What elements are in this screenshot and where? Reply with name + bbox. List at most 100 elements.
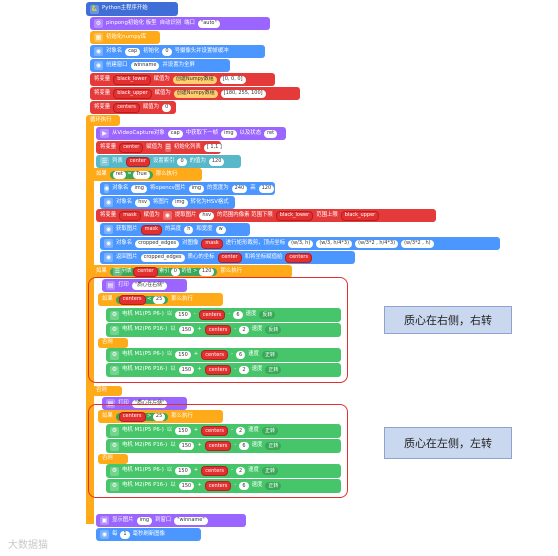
base-speed[interactable]: 150: [175, 427, 191, 435]
start-hat-block[interactable]: 🐍 Python主程序开始: [86, 2, 178, 16]
direction-dropdown[interactable]: 正转: [265, 442, 282, 450]
h-field[interactable]: h: [184, 225, 194, 234]
compare-reporter[interactable]: ret = True: [109, 170, 153, 179]
direction-dropdown[interactable]: 正转: [265, 366, 282, 374]
true-field[interactable]: True: [133, 170, 150, 179]
crop-block[interactable]: ◉ 对象名 cropped_edges 对图像 mask 进行矩形裁剪，顶点坐标…: [100, 237, 500, 250]
cam-num-field[interactable]: 0: [162, 47, 172, 56]
base-speed[interactable]: 150: [178, 482, 195, 490]
compare-reporter[interactable]: centers < 25: [115, 294, 169, 305]
motor-m2-block[interactable]: ⚙ 电机 M2(P6 P16-) 以 150 + centers - 6 速度 …: [106, 479, 341, 493]
var-centers[interactable]: centers: [118, 411, 146, 422]
w-field[interactable]: w: [215, 225, 226, 234]
direction-dropdown[interactable]: 正转: [261, 427, 278, 435]
motor-m2-block[interactable]: ⚙ 电机 M2(P6 P16-) 以 150 + centers - 2 速度 …: [106, 363, 341, 377]
black-lower-value[interactable]: [0, 0, 0]: [219, 75, 246, 84]
motor-m2-block[interactable]: ⚙ 电机 M2(P6 P16-) 以 150 + centers - 2 速度 …: [106, 323, 341, 337]
ret-field[interactable]: ret: [112, 170, 126, 179]
img-field[interactable]: img: [188, 184, 205, 193]
base-speed[interactable]: 150: [178, 326, 195, 334]
motor-m1-block[interactable]: ⚙ 电机 M1(P5 P6-) 以 150 - centers - 6 速度 反…: [106, 308, 341, 322]
crop-field[interactable]: cropped_edges: [135, 239, 180, 248]
if-ret-block[interactable]: 如果 ret = True 那么执行: [92, 168, 202, 181]
threshold-field[interactable]: 25: [152, 412, 166, 421]
list-set-block[interactable]: ☰ 列表 center 设置索引 0 的值为 120: [96, 155, 241, 168]
window-name-field[interactable]: "winname": [174, 516, 208, 525]
centroid-block[interactable]: ◉ 返回图片 cropped_edges 质心的坐标 center 和将坐标赋值…: [100, 251, 355, 264]
cap-field[interactable]: cap: [125, 47, 141, 56]
print-text-field[interactable]: "质心在左侧": [131, 399, 168, 408]
var-mask[interactable]: mask: [201, 238, 223, 249]
var-centers[interactable]: centers: [198, 310, 226, 320]
vertex-1[interactable]: (w/3, h): [288, 239, 314, 248]
threshold-field[interactable]: 25: [152, 295, 166, 304]
if-centers-left-block[interactable]: 如果 centers > 25 那么执行: [98, 410, 223, 423]
centers-value[interactable]: 0: [162, 103, 172, 112]
base-speed[interactable]: 150: [175, 467, 191, 475]
motor-m2-block[interactable]: ⚙ 电机 M2(P6 P16-) 以 150 + centers - 6 速度 …: [106, 439, 341, 453]
pinpong-init-block[interactable]: ⚙ pinpong初始化 板型 自动识别 端口 "auto": [90, 17, 270, 30]
gain-field[interactable]: 2: [239, 366, 249, 374]
gain-field[interactable]: 6: [239, 482, 249, 490]
set-black-upper-block[interactable]: 将变量 black_upper 赋值为 创建Numpy数组 [180, 255,…: [90, 87, 300, 100]
to-hsv-block[interactable]: ◉ 对象名 hsv 将图片 img 转化为HSV格式: [100, 196, 235, 209]
var-centers[interactable]: centers: [204, 441, 232, 451]
print-text-field[interactable]: "质心在右侧": [131, 281, 168, 290]
set-mask-block[interactable]: 将变量 mask 赋值为 ◉ 提取图片 hsv 的范围内像素 范围下限 blac…: [96, 209, 436, 222]
index-field[interactable]: 0: [170, 267, 180, 276]
compare-reporter[interactable]: centers > 25: [115, 411, 169, 422]
gain-field[interactable]: 2: [239, 326, 249, 334]
vertex-3[interactable]: (w/3*2 , h/4*3): [355, 239, 399, 248]
var-black-lower[interactable]: black_lower: [275, 210, 314, 221]
var-mask[interactable]: mask: [119, 210, 141, 221]
print-right-block[interactable]: ▤ 打印 "质心在右侧": [102, 279, 187, 292]
var-black-upper[interactable]: black_upper: [340, 210, 380, 221]
black-upper-value[interactable]: [180, 255, 100]: [220, 89, 266, 98]
var-centers[interactable]: centers: [118, 294, 146, 305]
show-image-block[interactable]: ▣ 显示图片 img 到窗口 "winname": [96, 514, 246, 527]
cap-field[interactable]: cap: [167, 129, 183, 138]
value-field[interactable]: 120: [208, 157, 225, 166]
index-field[interactable]: 0: [177, 157, 187, 166]
wait-ms-field[interactable]: 1: [120, 530, 130, 539]
motor-m1-block[interactable]: ⚙ 电机 M1(P5 P6-) 以 150 + centers - 2 速度 正…: [106, 424, 341, 438]
set-black-lower-block[interactable]: 将变量 black_lower 赋值为 创建Numpy数组 [0, 0, 0]: [90, 73, 275, 86]
print-left-block[interactable]: ▤ 打印 "质心在左侧": [102, 397, 187, 410]
base-speed[interactable]: 150: [175, 311, 191, 319]
get-size-block[interactable]: ◉ 获取图片 mask 的高度 h 和宽度 w: [100, 223, 250, 236]
base-speed[interactable]: 150: [178, 366, 195, 374]
compare-reporter[interactable]: ☰ 列表 center 索引 0 的值 > 120: [109, 266, 218, 277]
var-center[interactable]: center: [119, 142, 144, 153]
var-centers[interactable]: centers: [201, 466, 228, 476]
direction-dropdown[interactable]: 正转: [265, 482, 282, 490]
motor-m1-block[interactable]: ⚙ 电机 M1(P5 P6-) 以 150 + centers - 6 速度 正…: [106, 348, 341, 362]
gain-field[interactable]: 6: [233, 311, 243, 319]
gain-field[interactable]: 2: [235, 467, 246, 475]
list-init-value[interactable]: [ 1,1 ]: [203, 143, 225, 152]
direction-dropdown[interactable]: 正转: [261, 467, 278, 475]
wait-key-block[interactable]: ◉ 每 1 毫秒刷新图像: [96, 528, 201, 541]
crop-field[interactable]: cropped_edges: [140, 253, 185, 262]
direction-dropdown[interactable]: 反转: [259, 311, 276, 319]
var-centers[interactable]: centers: [204, 325, 232, 335]
vertex-2[interactable]: (w/3, h/4*3): [316, 239, 353, 248]
if-center-block[interactable]: 如果 ☰ 列表 center 索引 0 的值 > 120 那么执行: [92, 265, 292, 278]
base-speed[interactable]: 150: [175, 351, 191, 359]
var-black-upper[interactable]: black_upper: [113, 88, 152, 99]
var-center[interactable]: center: [125, 156, 150, 167]
height-field[interactable]: 120: [258, 184, 275, 193]
var-centers[interactable]: centers: [285, 252, 313, 263]
numpy-array-reporter[interactable]: 创建Numpy数组: [172, 75, 217, 84]
img-field[interactable]: img: [131, 184, 147, 193]
hsv-field[interactable]: hsv: [135, 198, 150, 207]
gain-field[interactable]: 6: [239, 442, 249, 450]
numpy-array-reporter[interactable]: 创建Numpy数组: [173, 89, 218, 98]
port-field[interactable]: "auto": [197, 19, 220, 28]
ret-field[interactable]: ret: [264, 129, 278, 138]
var-center[interactable]: center: [217, 252, 242, 263]
motor-m1-block[interactable]: ⚙ 电机 M1(P5 P6-) 以 150 + centers - 2 速度 正…: [106, 464, 341, 478]
window-name-field[interactable]: winname: [130, 61, 160, 70]
camera-init-block[interactable]: ◉ 对象名 cap 初始化 0 号摄像头并设置帧缓冲: [90, 45, 265, 58]
var-centers[interactable]: centers: [201, 350, 228, 360]
forever-loop-block[interactable]: 循环执行: [86, 115, 120, 126]
